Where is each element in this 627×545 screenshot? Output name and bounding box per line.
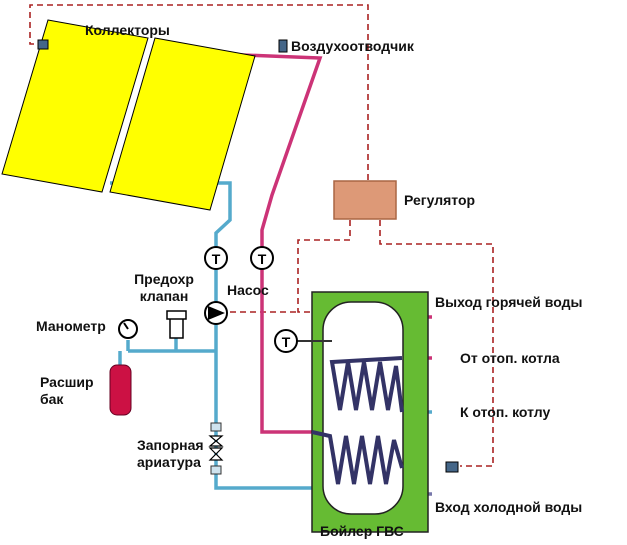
control-wire-bottom-sensor: [379, 220, 494, 467]
control-wire-collector-sensor: [29, 4, 369, 181]
thermometer-tank-icon: T: [274, 329, 332, 353]
air-vent-label: Воздухоотводчик: [291, 38, 414, 54]
cold-water-in-label: Вход холодной воды: [435, 499, 583, 515]
hot-water-out-label: Выход горячей воды: [435, 294, 583, 310]
thermometer-return-icon: T: [204, 246, 228, 270]
collector-panel-right: [109, 37, 256, 211]
manometer-icon: [118, 319, 138, 339]
thermometer-tank-symbol: T: [282, 334, 291, 350]
air-vent-icon: [278, 39, 288, 53]
collector-panel-left: [1, 19, 149, 193]
boiler-tank: [322, 301, 404, 515]
pump-label: Насос: [227, 282, 269, 298]
control-wiring: [29, 4, 494, 467]
expansion-tank-label-line1: Расшир: [40, 374, 94, 390]
manometer-label: Манометр: [36, 318, 106, 334]
from-boiler-label: От отоп. котла: [460, 350, 560, 366]
to-boiler-label: К отоп. котлу: [460, 404, 551, 420]
upper-heat-coil: [329, 356, 404, 413]
collectors-label: Коллекторы: [85, 22, 170, 38]
regulator-label: Регулятор: [404, 192, 476, 208]
safety-valve-label-line2: клапан: [139, 288, 189, 304]
control-wire-tank-sensor: [297, 220, 351, 313]
thermometer-flow-symbol: T: [258, 251, 267, 267]
tank-bottom-sensor-icon: [445, 461, 459, 473]
thermometer-flow-icon: T: [250, 246, 274, 270]
pump-icon: [204, 301, 228, 325]
lower-heat-coil: [311, 430, 404, 485]
thermometer-return-symbol: T: [212, 251, 221, 267]
safety-valve-label-line1: Предохр: [134, 271, 194, 287]
collector-sensor-icon: [37, 39, 49, 50]
hot-pipe-flow: [191, 51, 323, 434]
expansion-tank-icon: [109, 364, 132, 416]
shutoff-label-line2: ариатура: [137, 454, 201, 470]
shutoff-label-line1: Запорная: [137, 437, 204, 453]
expansion-tank-label-line2: бак: [40, 391, 64, 407]
boiler-label: Бойлер ГВС: [320, 523, 404, 539]
regulator-box: [333, 180, 397, 220]
shutoff-valve-icon: [208, 422, 224, 475]
safety-valve-icon: [166, 310, 187, 339]
